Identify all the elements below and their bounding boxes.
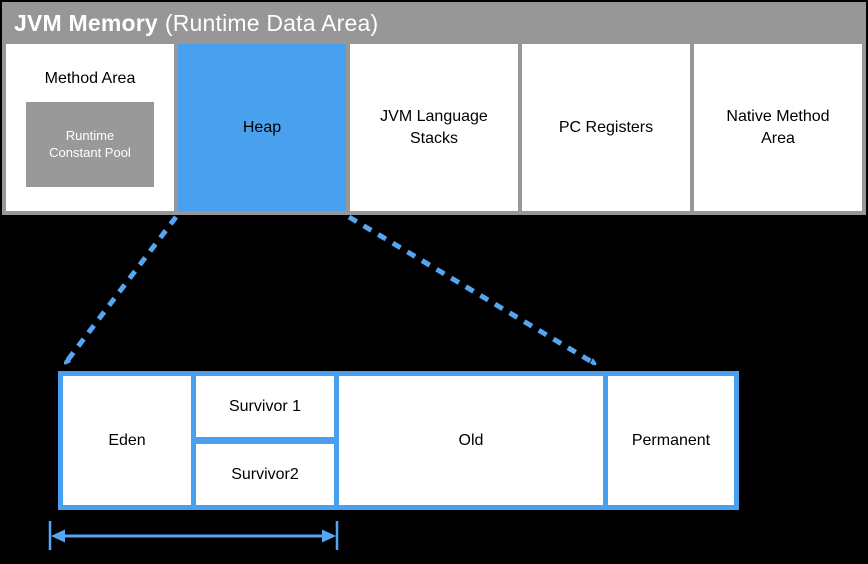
runtime-data-area-panel: JVM Memory (Runtime Data Area) Method Ar… [2, 2, 866, 215]
zoom-connector-left-line [62, 215, 178, 367]
panel-title-main: JVM Memory [14, 9, 158, 36]
zoom-connector-right-line [347, 214, 599, 368]
heap-detail-box: Eden Survivor 1 Survivor2 Old Permanent [58, 371, 739, 510]
area-method-area: Method Area Runtime Constant Pool [6, 44, 174, 211]
heap-detail-eden: Eden [63, 376, 191, 505]
panel-title: JVM Memory (Runtime Data Area) [2, 2, 866, 44]
memory-areas-row: Method Area Runtime Constant Pool Heap J… [2, 44, 866, 215]
panel-title-sub: (Runtime Data Area) [164, 9, 379, 36]
heap-detail-survivor-column: Survivor 1 Survivor2 [196, 376, 334, 505]
old-label: Old [458, 431, 484, 449]
area-pc-registers: PC Registers [522, 44, 690, 211]
area-jvm-language-stacks: JVM Language Stacks [350, 44, 518, 211]
jvm-language-stacks-label: JVM Language Stacks [380, 107, 488, 147]
native-method-area-label: Native Method Area [726, 107, 830, 147]
pc-registers-label: PC Registers [558, 118, 654, 136]
survivor1-label: Survivor 1 [228, 397, 302, 415]
survivor2-label: Survivor2 [231, 465, 299, 483]
heap-detail-survivor1: Survivor 1 [196, 376, 334, 437]
area-heap: Heap [178, 44, 346, 211]
permanent-label: Permanent [631, 431, 711, 449]
heap-detail-permanent: Permanent [608, 376, 734, 505]
young-generation-span-arrow [48, 521, 339, 550]
heap-label: Heap [242, 118, 282, 136]
heap-detail-old: Old [339, 376, 603, 505]
runtime-constant-pool-label: Runtime Constant Pool [49, 127, 131, 161]
runtime-constant-pool-box: Runtime Constant Pool [26, 101, 154, 187]
method-area-label: Method Area [44, 70, 136, 87]
eden-label: Eden [108, 431, 146, 449]
area-native-method-area: Native Method Area [694, 44, 862, 211]
heap-detail-survivor2: Survivor2 [196, 444, 334, 505]
